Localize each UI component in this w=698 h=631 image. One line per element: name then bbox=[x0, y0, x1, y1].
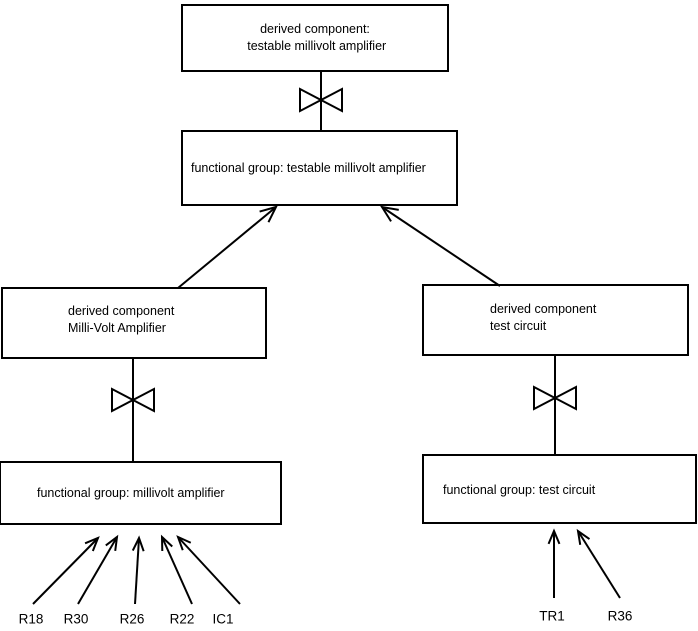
node-label-fg-test-circuit: functional group: test circuit bbox=[443, 483, 596, 497]
connector-layer bbox=[111, 71, 577, 462]
node-label-line: derived component bbox=[68, 304, 175, 318]
arrow-layer bbox=[177, 205, 501, 289]
bowtie-left-triangle-icon bbox=[533, 385, 558, 411]
box-layer: derived component: testable millivolt am… bbox=[0, 4, 697, 525]
arrow-head-icon bbox=[259, 205, 278, 223]
node-label-line: derived component bbox=[490, 302, 597, 316]
aggregation-arrow-line bbox=[381, 206, 501, 287]
leaf-arrow-line bbox=[161, 536, 193, 605]
leaf-leaf-tr1[interactable]: TR1 bbox=[539, 528, 565, 624]
leaf-layer: R18 R30 R26 R22 IC1 TR1 R36 bbox=[19, 528, 633, 627]
arrow-head-icon bbox=[84, 536, 100, 552]
bowtie-right-triangle-icon bbox=[552, 385, 577, 411]
leaf-label-r26: R26 bbox=[120, 612, 145, 627]
node-derived-testable-millivolt-amplifier[interactable]: derived component: testable millivolt am… bbox=[181, 4, 449, 72]
leaf-leaf-r36[interactable]: R36 bbox=[576, 528, 633, 624]
bowtie-left-triangle-icon bbox=[299, 87, 324, 113]
node-label-line: test circuit bbox=[490, 319, 547, 333]
node-box-fg-testable-millivolt-amplifier[interactable] bbox=[181, 130, 458, 206]
arrow-head-icon bbox=[160, 534, 173, 552]
node-label-line: derived component: bbox=[260, 22, 370, 36]
node-label-line: Milli-Volt Amplifier bbox=[68, 321, 166, 335]
node-label-line: functional group: millivolt amplifier bbox=[37, 486, 225, 500]
connector-bowtie-right bbox=[533, 355, 577, 455]
node-label-derived-testable-millivolt-amplifier: derived component: testable millivolt am… bbox=[244, 22, 386, 53]
aggregation-arrow-arrow-test-circuit-to-testable bbox=[379, 205, 501, 287]
node-fg-millivolt-amplifier[interactable]: functional group: millivolt amplifier bbox=[0, 461, 282, 525]
connector-bowtie-left bbox=[111, 358, 155, 462]
node-fg-testable-millivolt-amplifier[interactable]: functional group: testable millivolt amp… bbox=[181, 130, 458, 206]
leaf-arrow-line bbox=[134, 537, 140, 605]
leaf-label-r22: R22 bbox=[170, 612, 195, 627]
leaf-leaf-r30[interactable]: R30 bbox=[64, 534, 119, 627]
aggregation-arrow-arrow-millivolt-to-testable bbox=[177, 205, 278, 289]
node-box-derived-test-circuit[interactable] bbox=[422, 284, 689, 356]
leaf-arrow-line bbox=[577, 530, 621, 599]
node-box-fg-millivolt-amplifier[interactable] bbox=[0, 461, 282, 525]
leaf-arrow-line bbox=[177, 536, 241, 605]
leaf-leaf-r26[interactable]: R26 bbox=[120, 535, 145, 627]
arrow-head-icon bbox=[576, 528, 591, 545]
node-box-derived-milli-volt-amplifier[interactable] bbox=[1, 287, 267, 359]
arrow-head-icon bbox=[105, 534, 119, 552]
node-box-fg-test-circuit[interactable] bbox=[422, 454, 697, 524]
node-label-line: functional group: testable millivolt amp… bbox=[191, 161, 426, 175]
leaf-label-r36: R36 bbox=[608, 609, 633, 624]
leaf-label-ic1: IC1 bbox=[212, 612, 233, 627]
leaf-leaf-r22[interactable]: R22 bbox=[160, 534, 195, 627]
leaf-leaf-ic1[interactable]: IC1 bbox=[176, 535, 241, 627]
aggregation-arrow-line bbox=[177, 206, 277, 289]
bowtie-right-triangle-icon bbox=[318, 87, 343, 113]
node-label-line: testable millivolt amplifier bbox=[244, 39, 386, 53]
bowtie-left-triangle-icon bbox=[111, 387, 136, 413]
node-label-fg-testable-millivolt-amplifier: functional group: testable millivolt amp… bbox=[191, 161, 426, 175]
leaf-label-r30: R30 bbox=[64, 612, 89, 627]
node-fg-test-circuit[interactable]: functional group: test circuit bbox=[422, 454, 697, 524]
node-label-fg-millivolt-amplifier: functional group: millivolt amplifier bbox=[37, 486, 225, 500]
arrow-head-icon bbox=[131, 535, 145, 552]
leaf-label-r18: R18 bbox=[19, 612, 44, 627]
leaf-arrow-line bbox=[32, 537, 99, 605]
leaf-leaf-r18[interactable]: R18 bbox=[19, 536, 100, 627]
node-label-derived-test-circuit: derived component test circuit bbox=[490, 302, 597, 333]
leaf-label-tr1: TR1 bbox=[539, 609, 565, 624]
arrow-head-icon bbox=[547, 528, 561, 545]
connector-bowtie-top bbox=[299, 71, 343, 131]
node-label-line: functional group: test circuit bbox=[443, 483, 596, 497]
arrow-head-icon bbox=[379, 205, 399, 222]
bowtie-right-triangle-icon bbox=[130, 387, 155, 413]
node-derived-test-circuit[interactable]: derived component test circuit bbox=[422, 284, 689, 356]
leaf-arrow-line bbox=[77, 536, 118, 605]
arrow-head-icon bbox=[176, 535, 192, 551]
node-box-derived-testable-millivolt-amplifier[interactable] bbox=[181, 4, 449, 72]
